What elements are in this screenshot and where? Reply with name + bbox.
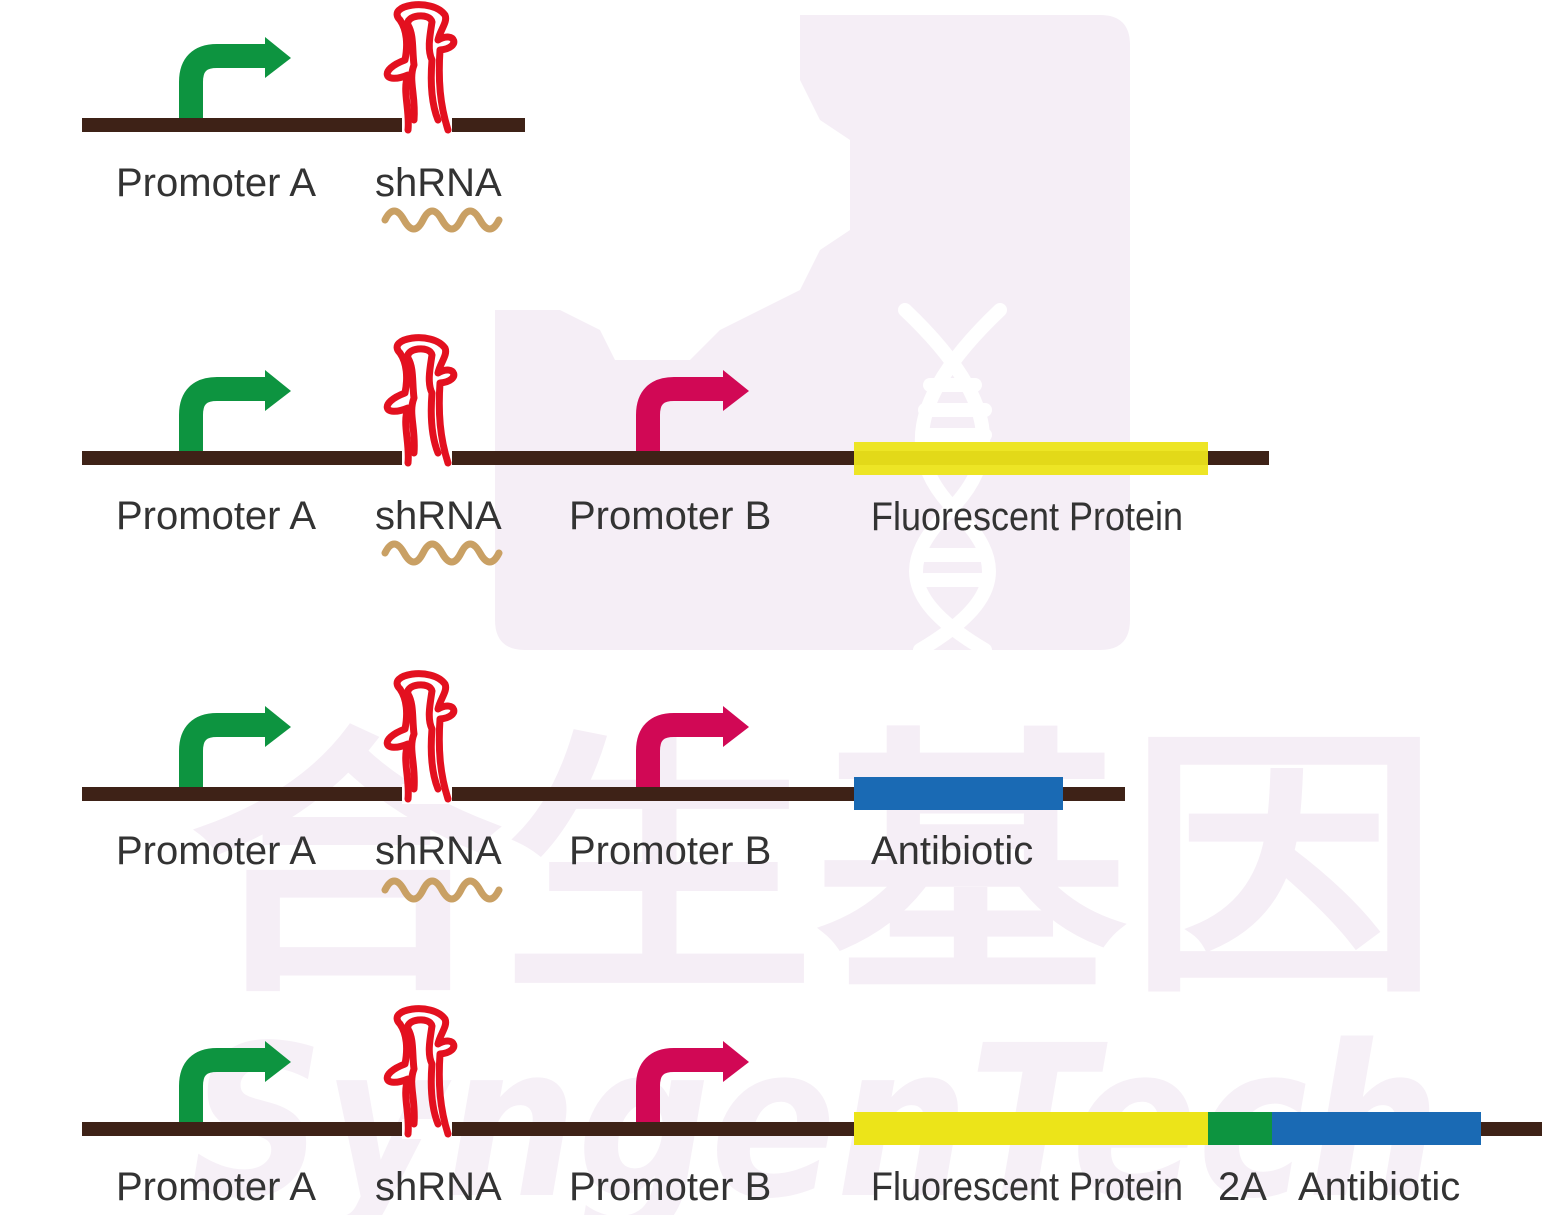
label-shrna: shRNA <box>375 161 502 205</box>
promoter-b-arrowhead <box>723 1041 749 1082</box>
promoter-a-arrow <box>179 1048 272 1122</box>
dna-helix-icon <box>898 303 1007 657</box>
promoter-a-arrowhead <box>265 706 291 747</box>
construct-2: Promoter A shRNA Promoter B Fluorescent … <box>82 334 1269 566</box>
antibiotic-gene <box>1272 1112 1481 1145</box>
label-promoter-a: Promoter A <box>116 161 316 205</box>
shrna-hairpin <box>383 1 458 135</box>
construct-1: Promoter A shRNA <box>82 1 525 233</box>
shrna-hairpin <box>383 670 458 804</box>
gear-icon <box>495 15 1130 650</box>
label-promoter-a: Promoter A <box>116 829 316 873</box>
watermark: 合生基因 SyngenTech <box>190 15 1440 1215</box>
label-fluorescent-protein: Fluorescent Protein <box>871 495 1183 539</box>
shrna-wave <box>381 877 503 903</box>
label-shrna: shRNA <box>375 494 502 538</box>
label-antibiotic: Antibiotic <box>1298 1165 1460 1209</box>
promoter-a-arrow <box>179 377 272 451</box>
label-promoter-a: Promoter A <box>116 494 316 538</box>
linker-2a <box>1208 1112 1272 1145</box>
construct-3: Promoter A shRNA Promoter B Antibiotic <box>82 670 1125 903</box>
fluorescent-protein-gene <box>854 442 1208 475</box>
dna-backbone <box>82 118 525 132</box>
promoter-b-arrowhead <box>723 370 749 411</box>
label-fluorescent-protein: Fluorescent Protein <box>871 1165 1183 1209</box>
promoter-a-arrow <box>179 713 272 787</box>
promoter-a-arrowhead <box>265 37 291 78</box>
watermark-chinese: 合生基因 <box>190 706 1440 1032</box>
label-promoter-a: Promoter A <box>116 1165 316 1209</box>
construct-4: Promoter A shRNA Promoter B Fluorescent … <box>82 1005 1542 1209</box>
shrna-hairpin <box>383 1005 458 1139</box>
promoter-a-arrow <box>179 44 272 118</box>
watermark-latin: SyngenTech <box>190 1000 1440 1215</box>
label-shrna: shRNA <box>375 829 502 873</box>
promoter-a-arrowhead <box>265 1041 291 1082</box>
label-promoter-b: Promoter B <box>569 829 771 873</box>
fluorescent-protein-gene <box>854 1112 1208 1145</box>
promoter-a-arrowhead <box>265 370 291 411</box>
promoter-b-arrow <box>636 1048 730 1122</box>
antibiotic-gene <box>854 777 1063 810</box>
shrna-wave <box>381 540 503 566</box>
promoter-b-arrowhead <box>723 706 749 747</box>
promoter-b-arrow <box>636 377 730 451</box>
label-2a: 2A <box>1218 1165 1267 1209</box>
promoter-b-arrow <box>636 713 730 787</box>
shrna-hairpin <box>383 334 458 468</box>
shrna-wave <box>381 207 503 233</box>
label-antibiotic: Antibiotic <box>871 829 1033 873</box>
label-shrna: shRNA <box>375 1165 502 1209</box>
label-promoter-b: Promoter B <box>569 494 771 538</box>
label-promoter-b: Promoter B <box>569 1165 771 1209</box>
